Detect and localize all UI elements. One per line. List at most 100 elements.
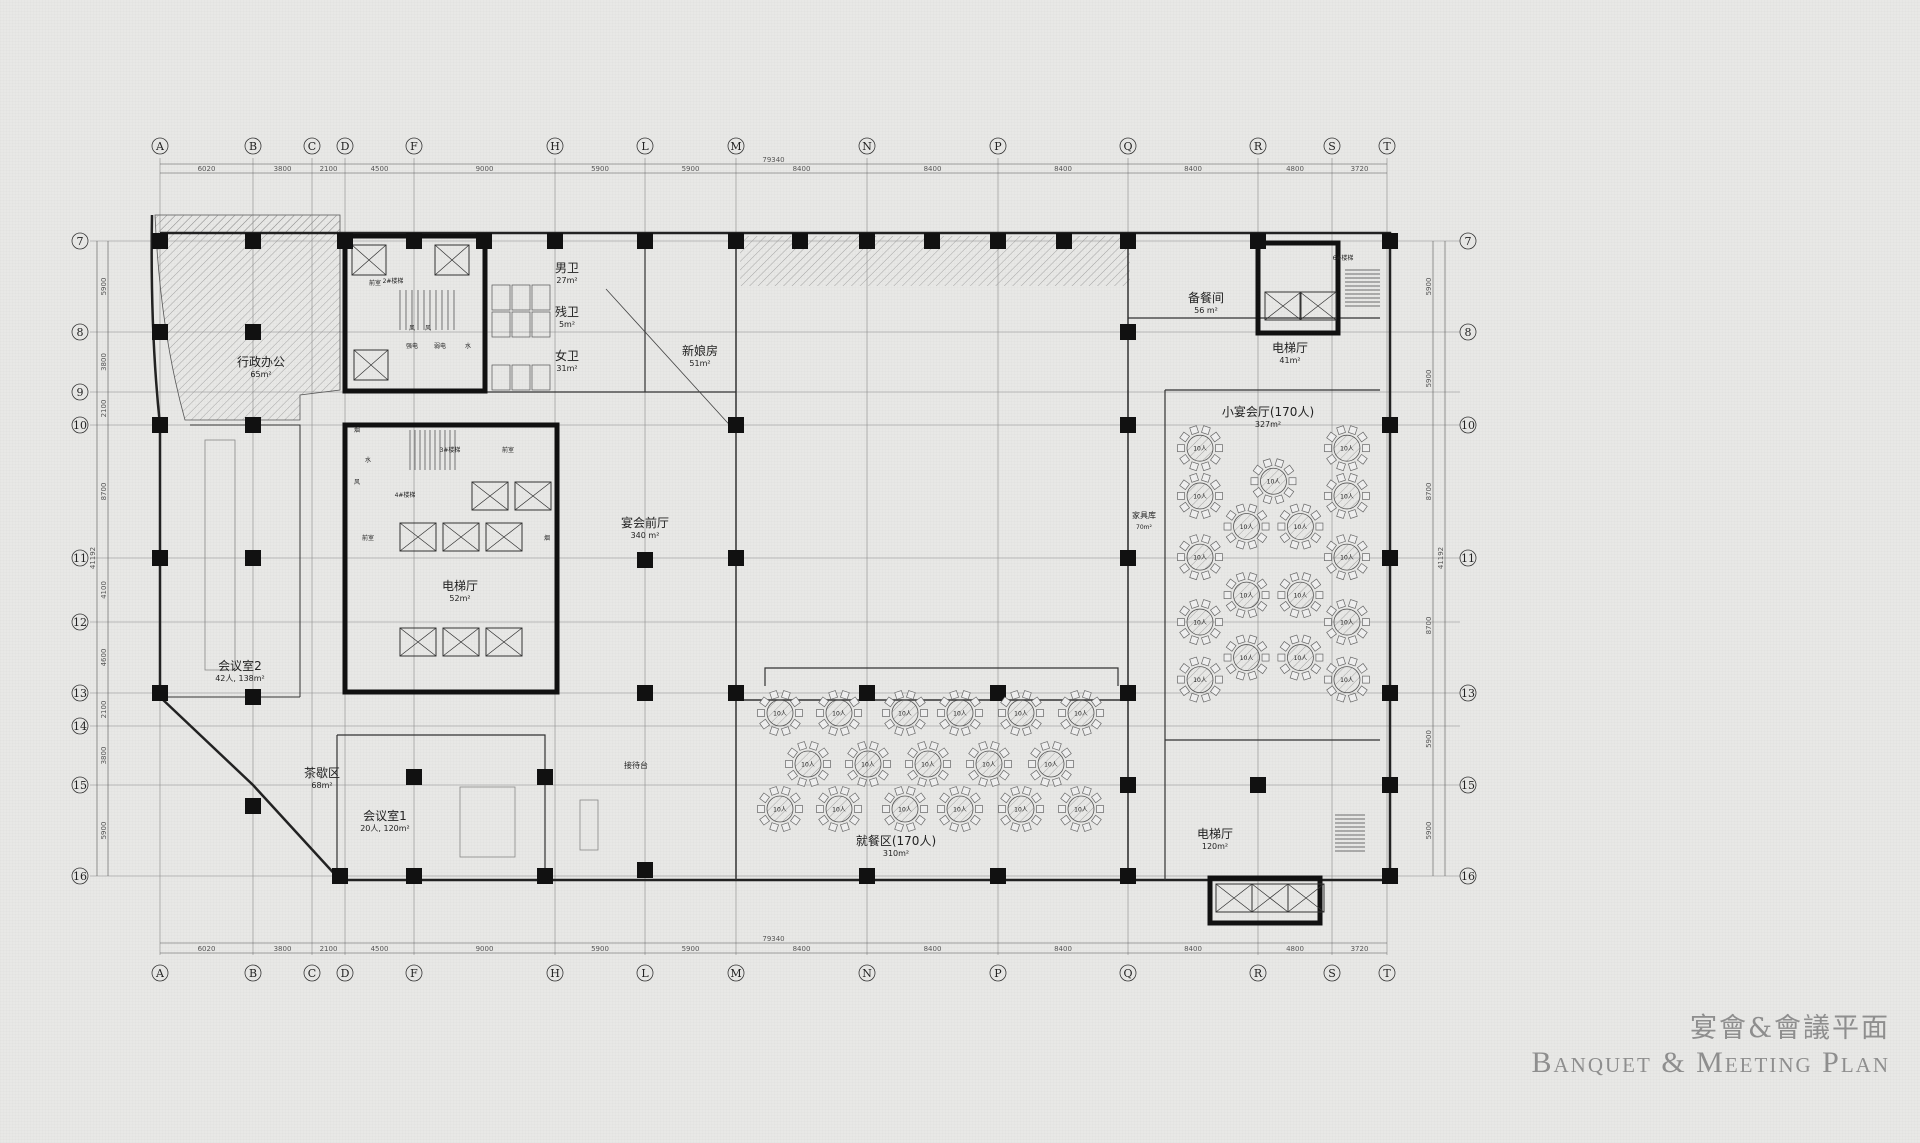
dining-table: 10人 xyxy=(1058,786,1104,832)
chair xyxy=(1336,461,1346,472)
chair xyxy=(937,769,949,781)
elevator-cross-icon xyxy=(1299,291,1337,321)
chair xyxy=(818,792,830,804)
chair xyxy=(1336,473,1346,483)
chair xyxy=(966,760,974,768)
chair xyxy=(759,696,771,708)
structural-column xyxy=(245,798,261,814)
chair xyxy=(1283,487,1295,498)
chair xyxy=(914,792,926,804)
round-table xyxy=(975,750,1003,778)
chair xyxy=(1235,572,1246,582)
grid-bubble-label: B xyxy=(249,967,257,980)
grid-bubble-label: F xyxy=(410,967,418,980)
structural-column xyxy=(152,233,168,249)
round-table xyxy=(1333,608,1361,636)
chair xyxy=(1070,690,1080,700)
toilet-stall xyxy=(511,284,531,311)
table-capacity-label: 10人 xyxy=(982,762,996,769)
round-table xyxy=(946,795,974,823)
grid-bubble-B xyxy=(244,964,262,982)
chair xyxy=(1289,608,1300,619)
mens-restroom-area: 27m² xyxy=(556,276,577,285)
ballroom-stage-notch xyxy=(764,667,1119,686)
toilet-stall xyxy=(491,311,511,338)
chair xyxy=(789,696,801,708)
plan-title-english: Banquet & Meeting Plan xyxy=(1531,1046,1890,1079)
chair xyxy=(1201,509,1211,519)
chair xyxy=(929,777,939,787)
dining-table: 10人 xyxy=(816,786,862,832)
chair xyxy=(1256,641,1268,652)
small-hall-table: 10人 xyxy=(1177,534,1223,581)
toilet-stall xyxy=(491,364,511,391)
chair xyxy=(1060,747,1072,759)
elevator-cross-icon xyxy=(399,627,437,657)
table-capacity-label: 10人 xyxy=(1340,677,1354,684)
right-bay-dimension: 5900 xyxy=(1425,730,1433,748)
structural-column xyxy=(1382,685,1398,701)
table-capacity-label: 10人 xyxy=(953,807,967,814)
toilet-stall xyxy=(531,311,551,338)
chair xyxy=(789,814,801,826)
small-room-label: 强电 xyxy=(406,342,418,350)
chair xyxy=(1362,492,1370,500)
small-room-label: 风 xyxy=(409,325,415,332)
chair xyxy=(1189,635,1199,645)
grid-bubble-H xyxy=(546,964,564,982)
left-bay-dimension: 2100 xyxy=(100,400,108,418)
elevator-lobby-south-name: 电梯厅 xyxy=(1197,827,1233,841)
left-bay-dimension: 4600 xyxy=(100,649,108,667)
grid-bubble-label: 8 xyxy=(1465,326,1472,339)
chair xyxy=(1315,522,1324,531)
chair xyxy=(1010,786,1020,796)
grid-bubble-label: T xyxy=(1383,140,1391,153)
table-capacity-label: 10人 xyxy=(773,807,787,814)
chair xyxy=(869,741,879,751)
chair xyxy=(1336,509,1346,519)
elevator-cross-icon xyxy=(1264,291,1302,321)
chair xyxy=(1022,786,1032,796)
chair xyxy=(1326,663,1337,674)
elevator-cross-icon xyxy=(399,522,437,552)
chair xyxy=(1347,570,1358,581)
chair xyxy=(1356,663,1368,674)
chair xyxy=(1070,822,1080,832)
dining-table: 10人 xyxy=(937,786,983,832)
structural-column xyxy=(637,862,653,878)
chair xyxy=(1189,570,1199,581)
chair xyxy=(939,792,951,804)
chair xyxy=(854,709,862,717)
dining-table: 10人 xyxy=(966,741,1012,787)
structural-column xyxy=(152,417,168,433)
grid-bubble-N xyxy=(858,964,876,982)
chair xyxy=(1310,509,1322,521)
bay-dimension: 9000 xyxy=(476,945,494,953)
chair xyxy=(917,777,927,787)
chair xyxy=(1179,627,1191,639)
chair xyxy=(969,814,981,826)
chair xyxy=(1030,769,1042,781)
structural-column xyxy=(1120,868,1136,884)
round-table xyxy=(1067,699,1095,727)
small-room-label: 水 xyxy=(365,456,371,464)
chair xyxy=(969,696,981,708)
overall-dimension: 79340 xyxy=(762,156,784,164)
chair xyxy=(1279,509,1291,521)
chair xyxy=(1356,685,1368,697)
table-capacity-label: 10人 xyxy=(1240,524,1254,531)
small-banquet-hall-name: 小宴会厅(170人) xyxy=(1222,404,1314,419)
grid-bubble-label: 10 xyxy=(1461,419,1475,432)
bay-dimension: 4800 xyxy=(1286,945,1304,953)
chair xyxy=(1210,501,1221,513)
chair xyxy=(920,805,928,813)
chair xyxy=(795,805,803,813)
chair xyxy=(1310,600,1322,612)
executive-office-area: 65m² xyxy=(250,370,271,379)
small-hall-table: 10人 xyxy=(1177,425,1223,472)
chair xyxy=(906,822,916,832)
chair xyxy=(1324,553,1332,561)
chair xyxy=(1279,663,1291,675)
chair xyxy=(975,805,983,813)
structural-column xyxy=(1382,777,1398,793)
